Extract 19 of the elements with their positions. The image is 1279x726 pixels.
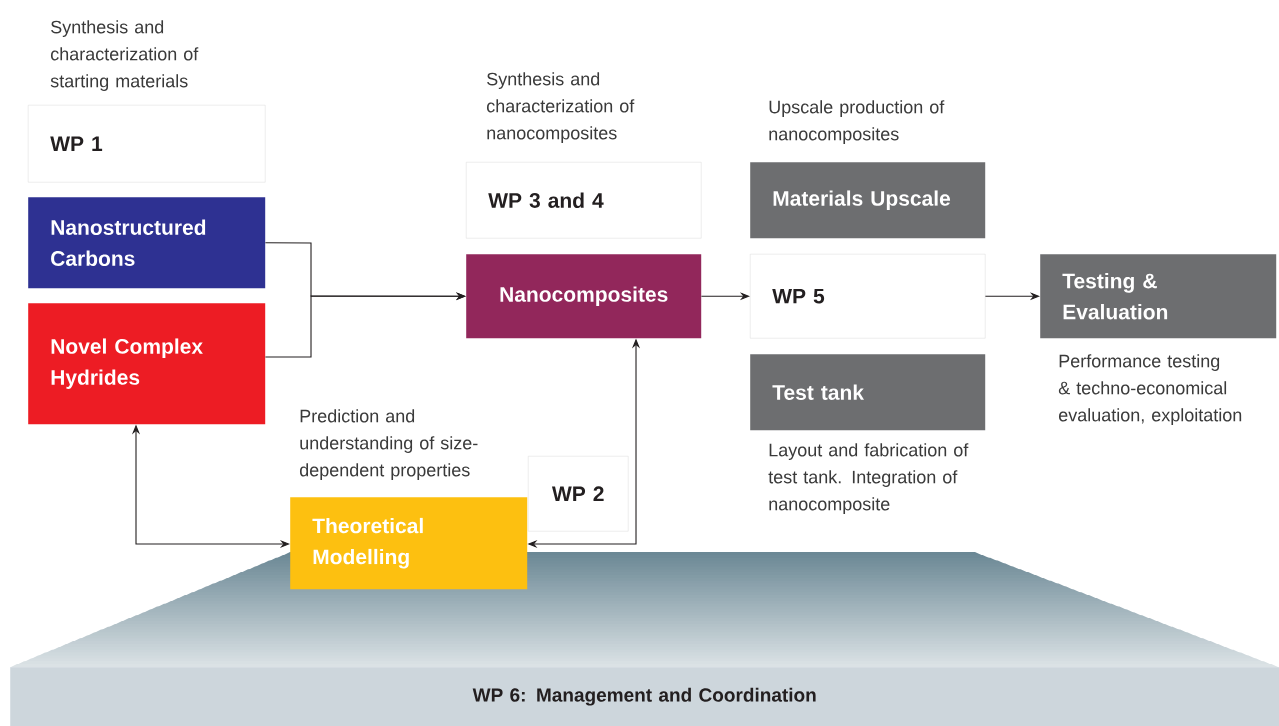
description-text: Performance testing & techno-economical evaluation, exploitation [1058,354,1242,425]
description-text: Synthesis and characterization of nanocomposites [487,72,635,143]
process-box: Testing & Evaluation [1040,254,1277,339]
process-box: Nanocomposites [466,254,702,339]
work-package-box: WP 2 [528,456,629,532]
work-package-box: WP 5 [750,254,986,339]
process-box: Test tank [750,354,986,431]
description-text: Layout and fabrication of test tank. Integration of nanocomposite [768,443,969,514]
material-box: Novel Complex Hydrides [28,303,266,425]
arrow [264,292,466,358]
description-text: Synthesis and characterization of starting materials [50,20,199,91]
description-text: Upscale production of nanocomposites [769,100,945,144]
work-package-box: WP 1 [28,105,266,183]
description-text: Prediction and understanding of size-dependent properties [299,409,478,480]
process-box: Theoretical Modelling [290,497,528,590]
work-package-box: WP 3 and 4 [466,162,702,239]
material-box: Nanostructured Carbons [28,197,266,289]
process-box: Materials Upscale [750,162,986,239]
management-band: WP 6: Management and Coordination [10,667,1279,726]
